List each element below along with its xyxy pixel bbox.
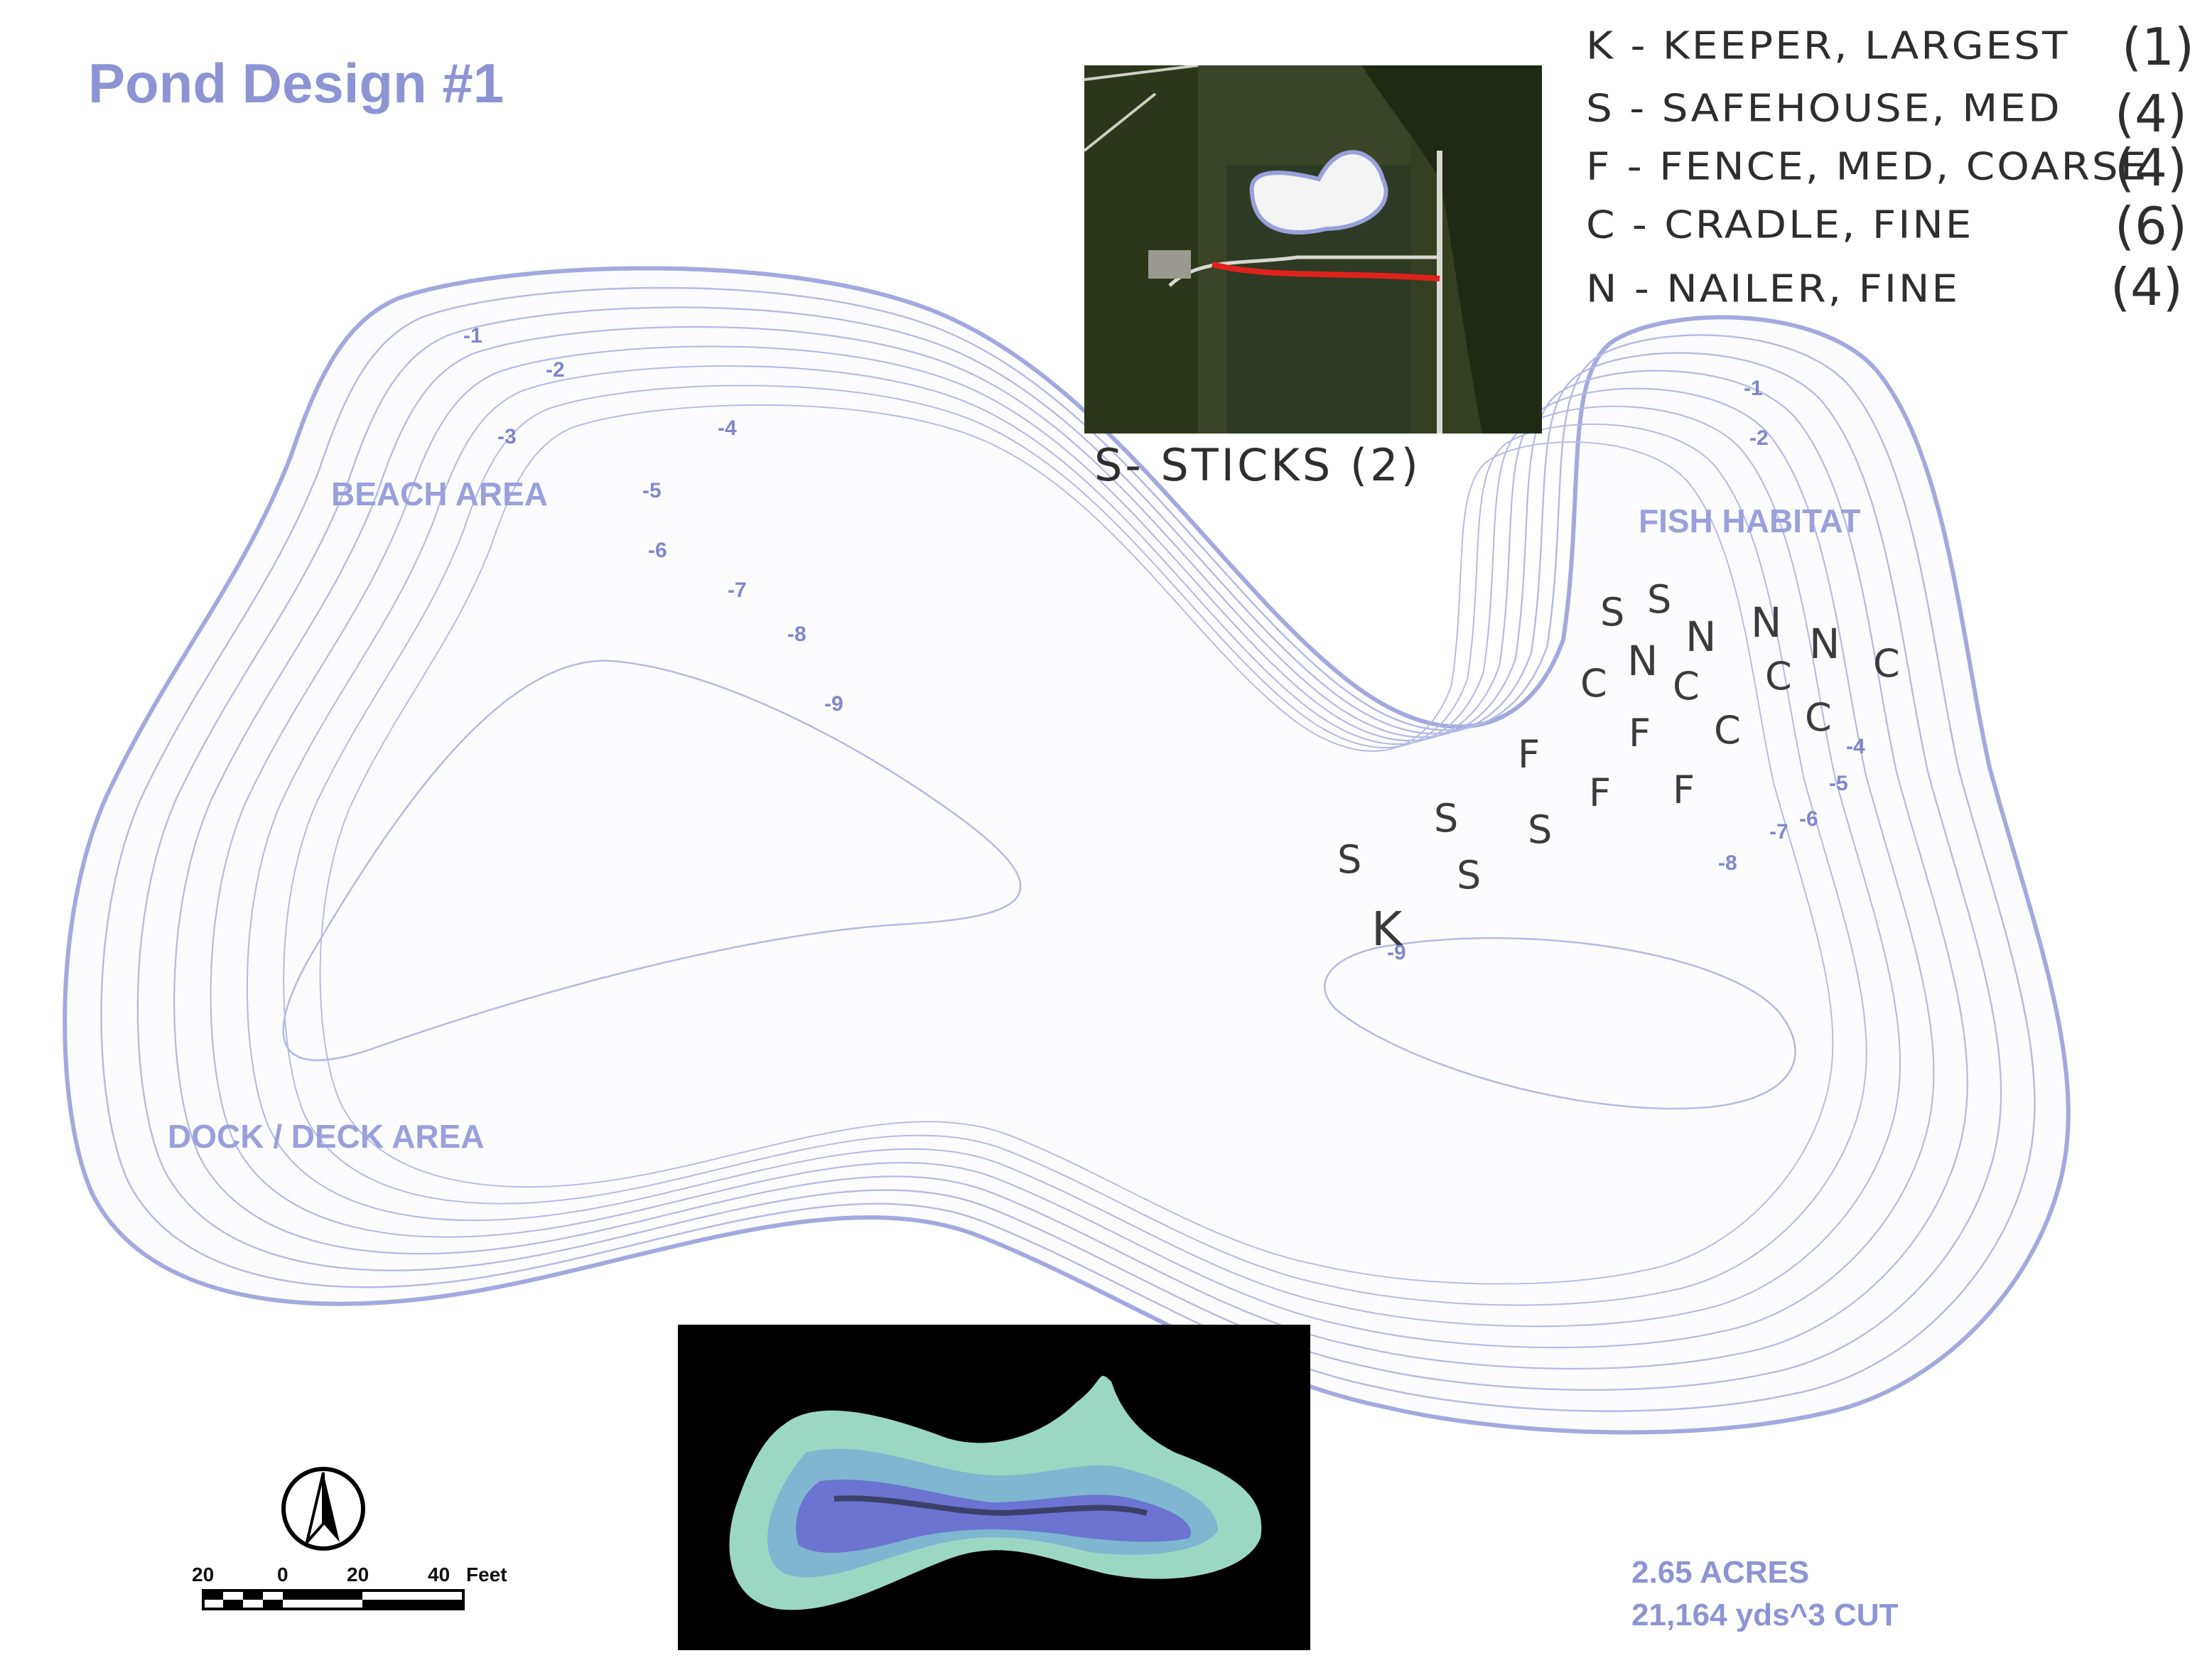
scale-tick-label: 20: [192, 1563, 215, 1586]
legend-fence: F - FENCE, MED, COARSE: [1586, 144, 2149, 189]
safehouse-marker: S: [1647, 577, 1671, 622]
depth-label: -8: [1718, 851, 1737, 875]
safehouse-marker: S: [1337, 837, 1361, 882]
cradle-marker: C: [1714, 708, 1741, 753]
keeper-marker: K: [1371, 902, 1403, 957]
cradle-marker: C: [1873, 641, 1900, 686]
fence-marker: F: [1673, 768, 1695, 812]
scale-bar: [202, 1589, 465, 1610]
legend-keeper-count: (1): [2122, 17, 2194, 77]
acres-stat: 2.65 ACRES: [1631, 1555, 1810, 1590]
legend-nailer-count: (4): [2110, 257, 2183, 317]
depth-label: -2: [546, 358, 565, 382]
legend-safehouse-count: (4): [2115, 84, 2187, 144]
cradle-marker: C: [1673, 664, 1700, 709]
nailer-marker: N: [1751, 598, 1781, 647]
beach-area-label: BEACH AREA: [331, 475, 548, 512]
scale-tick-label: 20: [347, 1563, 369, 1586]
safehouse-marker: S: [1600, 590, 1624, 635]
red-dam-line: [1212, 262, 1440, 281]
nailer-marker: N: [1627, 637, 1658, 685]
3d-render-image: [678, 1325, 1310, 1650]
scale-tick-label: 40: [428, 1563, 451, 1586]
legend-nailer: N - NAILER, FINE: [1586, 266, 1960, 311]
structure-markers: K S S S S S S F F F F C C C C C C N N N …: [1337, 577, 1900, 957]
north-arrow-icon: [281, 1467, 365, 1551]
depth-label: -7: [1769, 820, 1789, 844]
depth-label: -1: [1744, 377, 1763, 400]
depth-label: -5: [642, 479, 662, 502]
safehouse-marker: S: [1528, 807, 1552, 852]
safehouse-marker: S: [1434, 796, 1458, 841]
legend-keeper: K - KEEPER, LARGEST: [1586, 23, 2070, 68]
depth-label: -5: [1829, 772, 1848, 795]
cradle-marker: C: [1805, 695, 1832, 740]
safehouse-marker: S: [1457, 853, 1481, 898]
scale-unit-label: Feet: [466, 1563, 507, 1586]
page-title: Pond Design #1: [88, 52, 505, 114]
depth-label: -9: [824, 692, 843, 716]
depth-label: -7: [728, 578, 747, 602]
cradle-marker: C: [1765, 654, 1792, 699]
depth-label: -6: [1799, 807, 1818, 831]
fish-habitat-label: FISH HABITAT: [1639, 502, 1861, 539]
depth-labels-left: -1 -2 -3 -4 -5 -6 -7 -8 -9: [463, 324, 843, 716]
fence-marker: F: [1518, 732, 1540, 777]
dock-deck-area-label: DOCK / DECK AREA: [168, 1118, 485, 1155]
nailer-marker: N: [1685, 613, 1716, 661]
depth-label: -6: [648, 539, 667, 562]
depth-label: -2: [1749, 426, 1769, 450]
depth-label: -4: [1846, 735, 1865, 758]
sticks-note: S- STICKS (2): [1094, 439, 1421, 491]
depth-labels-right: -1 -2 -4 -5 -6 -7 -8 -9: [1387, 377, 1865, 964]
nailer-marker: N: [1809, 620, 1840, 668]
depth-label: -1: [463, 324, 482, 348]
cradle-marker: C: [1580, 661, 1607, 706]
legend-cradle-count: (6): [2115, 196, 2187, 256]
legend-cradle: C - CRADLE, FINE: [1586, 202, 1974, 247]
depth-label: -8: [787, 623, 806, 646]
contour-lines: [65, 269, 2068, 1433]
aerial-photo: [1083, 64, 1542, 434]
fence-marker: F: [1589, 770, 1611, 815]
aerial-photo-image: [1083, 64, 1542, 434]
legend-safehouse: S - SAFEHOUSE, MED: [1586, 85, 2062, 131]
depth-label: -9: [1387, 941, 1406, 964]
scale-tick-label: 0: [277, 1563, 288, 1586]
cut-volume-stat: 21,164 yds^3 CUT: [1631, 1598, 1899, 1632]
3d-render: [678, 1325, 1310, 1650]
depth-label: -3: [497, 425, 517, 448]
legend-fence-count: (4): [2115, 138, 2187, 198]
fence-marker: F: [1629, 711, 1651, 755]
depth-label: -4: [718, 416, 737, 440]
